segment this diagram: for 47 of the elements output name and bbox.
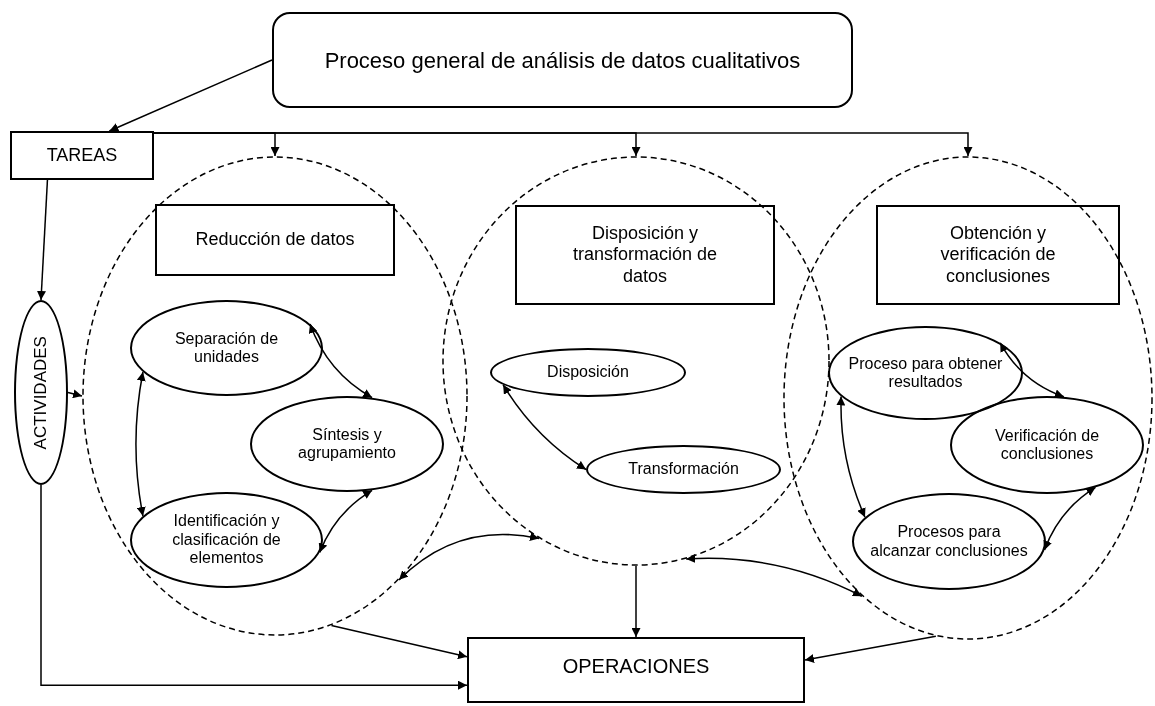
dashed-ellipse <box>783 156 1153 640</box>
node-label: Verificación de conclusiones <box>993 426 1101 464</box>
dashed-ellipse <box>442 156 830 566</box>
node-label: Separación de unidades <box>173 329 280 367</box>
node-label: Obtención y verificación de conclusiones <box>939 222 1057 288</box>
node-label: Proceso general de análisis de datos cualitativos <box>324 46 801 75</box>
node-label: OPERACIONES <box>562 654 710 679</box>
title-box <box>272 12 853 108</box>
node-label: Transformación <box>628 460 739 479</box>
arrow <box>67 389 83 399</box>
node-label: ACTIVIDADES <box>30 335 52 450</box>
arrow <box>40 484 468 690</box>
task-box <box>10 131 154 180</box>
node-label: Identificación y clasificación de elementos <box>171 512 282 568</box>
task-box <box>876 205 1120 305</box>
task-box <box>155 204 395 276</box>
arrow <box>1043 486 1097 551</box>
arrow <box>836 395 866 518</box>
operations-box <box>467 637 805 703</box>
node-label: Disposición <box>547 363 629 382</box>
arrow <box>631 565 641 638</box>
arrow <box>685 554 863 597</box>
arrow <box>153 132 973 157</box>
node-label: Síntesis y agrupamiento <box>297 425 397 463</box>
activity-ellipse <box>250 396 444 492</box>
arrow <box>37 179 49 301</box>
activity-ellipse <box>14 300 68 485</box>
activity-ellipse <box>130 492 323 588</box>
node-label: TAREAS <box>46 144 118 167</box>
arrow <box>804 635 937 663</box>
arrow <box>398 532 540 581</box>
node-label: Procesos para alcanzar conclusiones <box>869 523 1029 560</box>
activity-ellipse <box>130 300 323 396</box>
node-label: Disposición y transformación de datos <box>571 222 719 288</box>
activity-ellipse <box>852 493 1046 590</box>
arrow <box>108 59 273 132</box>
activity-ellipse <box>828 326 1023 420</box>
task-box <box>515 205 775 305</box>
activity-ellipse <box>490 348 686 397</box>
activity-ellipse <box>586 445 781 494</box>
arrow <box>135 371 146 517</box>
node-label: Proceso para obtener resultados <box>847 354 1004 392</box>
arrow <box>502 384 587 471</box>
activity-ellipse <box>950 396 1144 494</box>
arrow <box>318 489 373 554</box>
node-label: Reducción de datos <box>195 229 355 251</box>
arrow <box>330 624 468 660</box>
